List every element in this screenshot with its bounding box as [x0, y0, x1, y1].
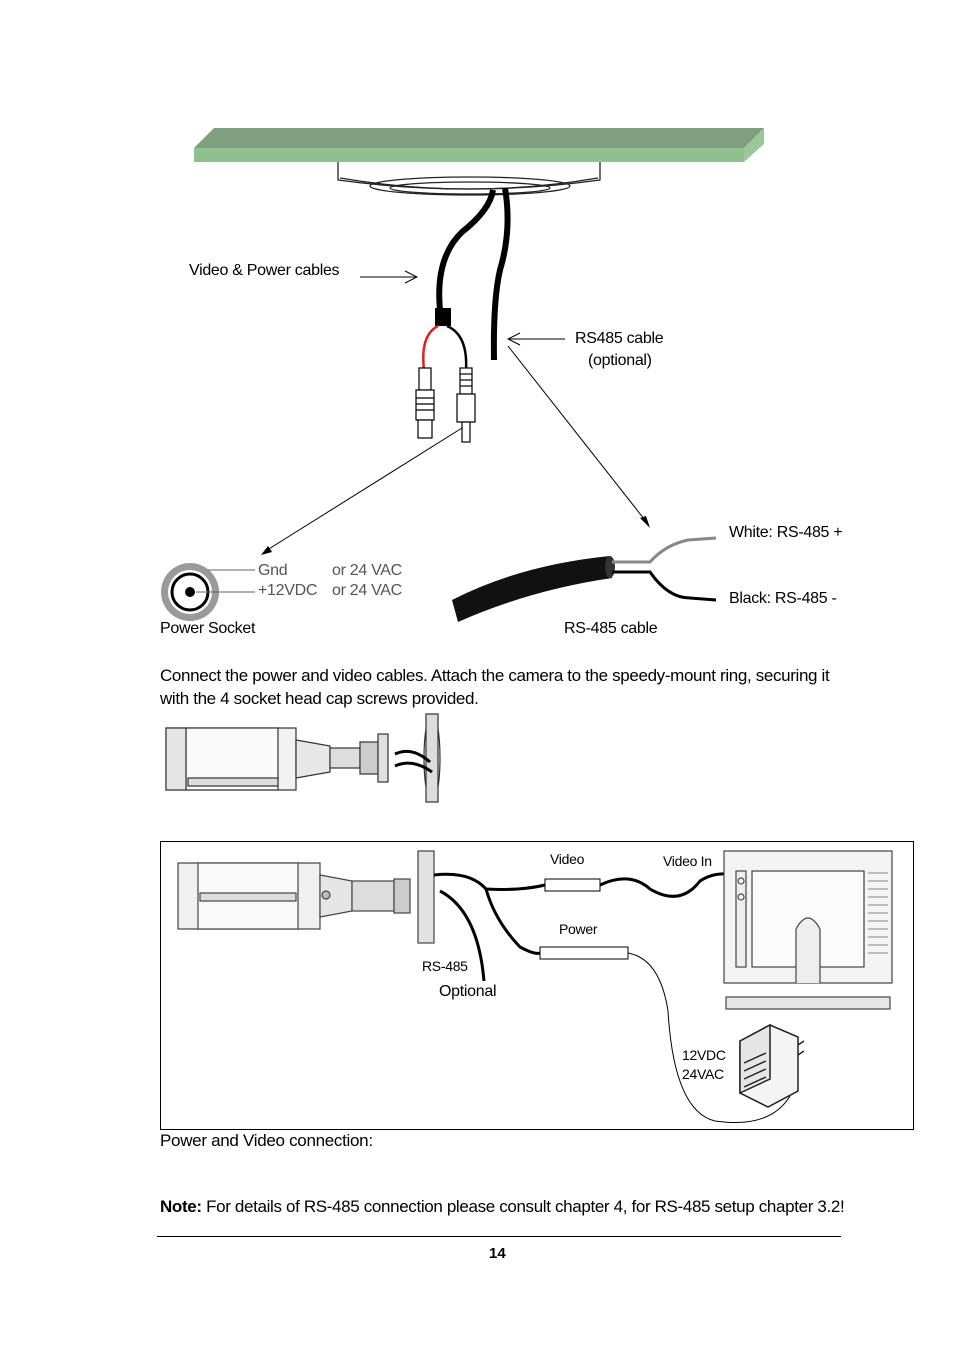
cable-splitter: [435, 308, 451, 326]
rs485-cable-label: RS485 cable: [575, 330, 664, 347]
rs485-cable-end: [452, 536, 717, 622]
footer-rule: [157, 1236, 841, 1237]
rs485-optional-label: (optional): [588, 352, 652, 369]
optional-label: Optional: [439, 983, 497, 1000]
rs485-cable-caption: RS-485 cable: [564, 620, 658, 637]
video-power-cables-label: Video & Power cables: [189, 262, 340, 279]
mount-base: [337, 162, 601, 196]
arrowhead-rs485: [640, 516, 650, 528]
camera-mounted-illustration: [165, 713, 441, 803]
red-wire: [422, 324, 439, 371]
note: Note: For details of RS-485 connection p…: [160, 1197, 845, 1217]
page-number: 14: [489, 1245, 506, 1262]
instruction-paragraph: Connect the power and video cables. Atta…: [160, 666, 830, 708]
power-socket-label: Power Socket: [160, 620, 256, 637]
24vac-label: 24VAC: [682, 1066, 724, 1082]
black-wire-label: Black: RS-485 -: [729, 590, 837, 607]
figure-caption: Power and Video connection:: [160, 1131, 373, 1150]
or-24vac-label-1: or 24 VAC: [332, 562, 402, 579]
gnd-label: Gnd: [258, 562, 288, 579]
arrows: [263, 270, 649, 553]
note-text: For details of RS-485 connection please …: [201, 1197, 845, 1216]
power-label: Power: [559, 921, 598, 937]
plus12vdc-label: +12VDC: [258, 582, 318, 599]
rs485-cable-top: [490, 187, 511, 361]
power-video-connection-diagram: [177, 850, 893, 1124]
video-power-cable: [436, 189, 496, 311]
or-24vac-label-2: or 24 VAC: [332, 582, 402, 599]
video-in-label: Video In: [663, 853, 712, 869]
12vdc-label: 12VDC: [682, 1047, 726, 1063]
white-wire-label: White: RS-485 +: [729, 524, 843, 541]
power-socket: [161, 563, 255, 621]
ceiling-board: [194, 128, 764, 162]
arrowhead-power: [261, 546, 272, 555]
video-label: Video: [550, 851, 585, 867]
rs485-label: RS-485: [422, 958, 468, 974]
connection-diagram-frame: [160, 841, 914, 1130]
note-label: Note:: [160, 1197, 202, 1216]
bnc-connector: [415, 367, 435, 439]
camera-wiring-diagram: [161, 128, 764, 622]
dc-power-connector: [456, 367, 476, 443]
black-wire: [446, 324, 468, 371]
